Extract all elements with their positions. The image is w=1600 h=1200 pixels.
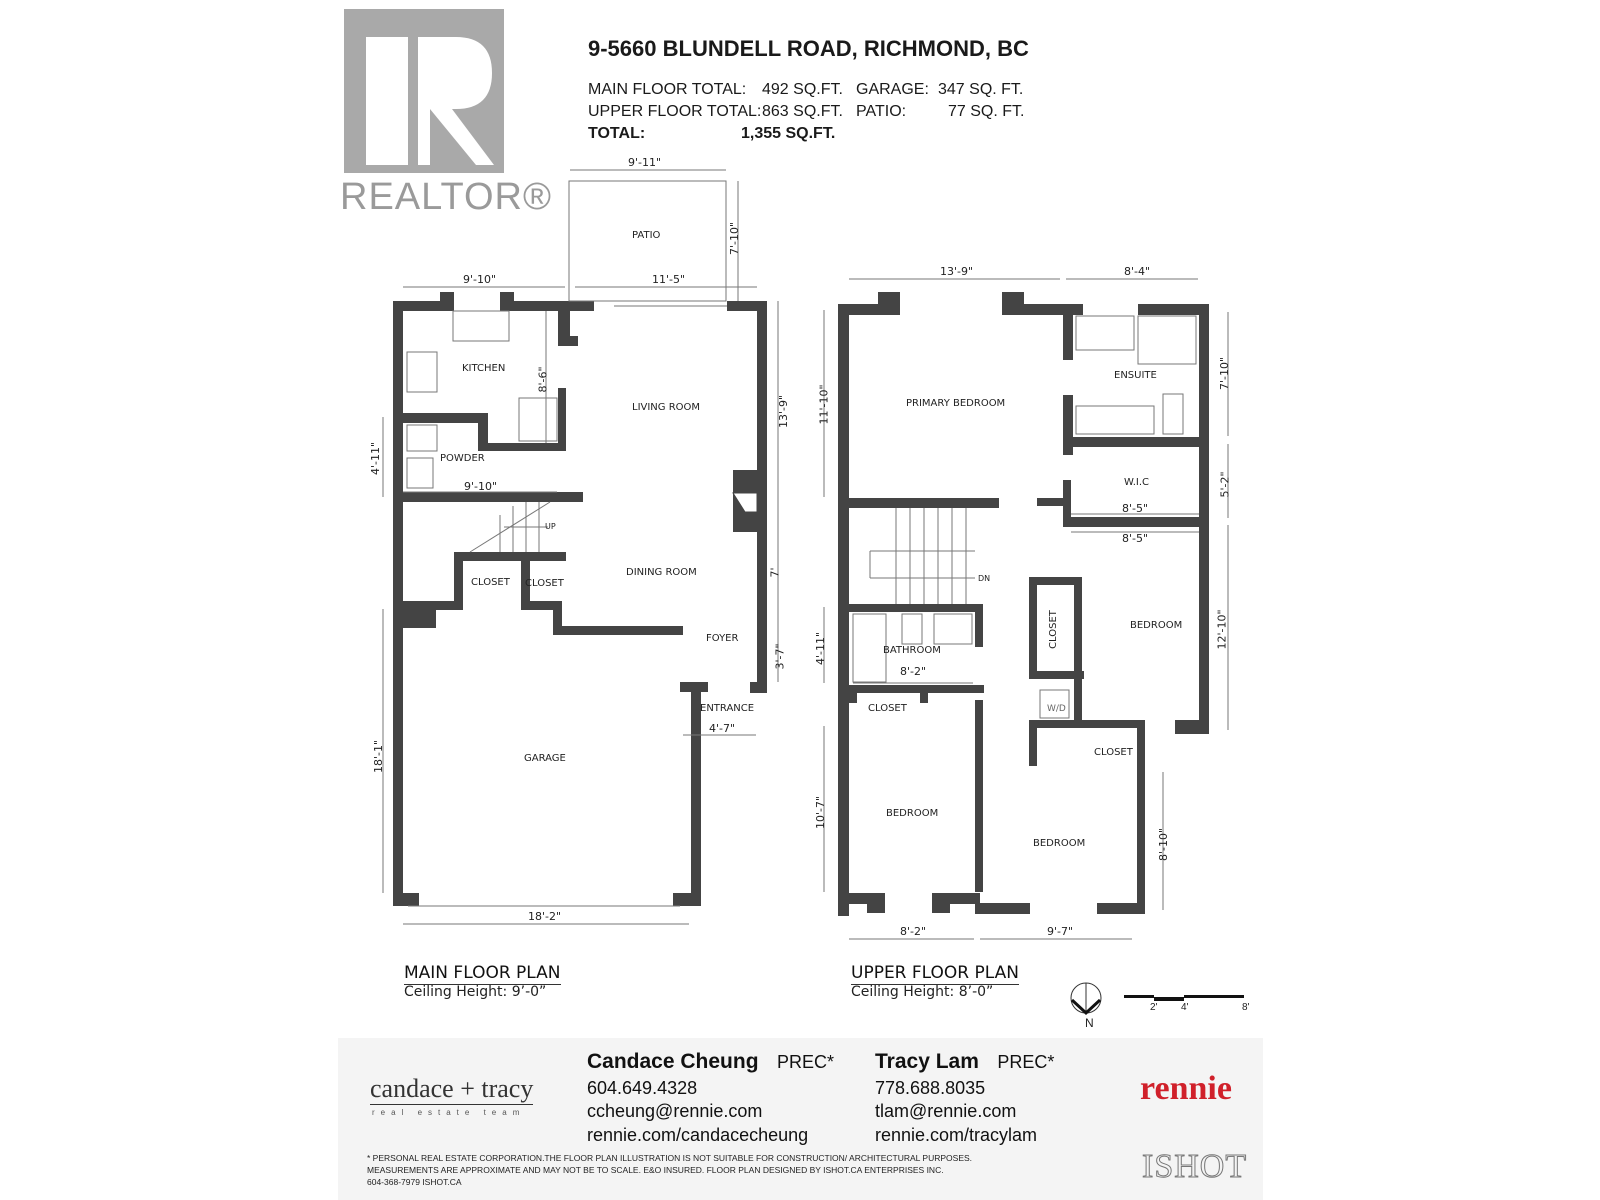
agent-2-email[interactable]: tlam@rennie.com xyxy=(875,1101,1017,1121)
dim-garage-width: 18'-2" xyxy=(528,910,562,923)
agent-1-name: Candace Cheung xyxy=(587,1050,759,1073)
agent-2-phone[interactable]: 778.688.8035 xyxy=(875,1078,986,1098)
room-foyer: FOYER xyxy=(706,633,739,644)
laundry-wd: W/D xyxy=(1047,704,1066,714)
scale-bar xyxy=(1124,995,1244,1001)
agent-2-title: PREC* xyxy=(997,1052,1055,1072)
total-label: TOTAL: xyxy=(588,125,646,142)
main-floor-title: MAIN FLOOR PLAN xyxy=(404,963,561,985)
room-patio: PATIO xyxy=(632,230,661,241)
scale-tick-4: 4' xyxy=(1181,1002,1189,1013)
north-label: N xyxy=(1085,1016,1094,1030)
room-primary-bedroom: PRIMARY BEDROOM xyxy=(906,398,1006,409)
dim-powder-width: 9'-10" xyxy=(464,480,498,493)
agent-1-email[interactable]: ccheung@rennie.com xyxy=(587,1101,763,1121)
agent-2: Tracy Lam PREC* xyxy=(875,1050,1054,1074)
agent-1-title: PREC* xyxy=(776,1052,834,1072)
room-bedroom-east: BEDROOM xyxy=(1130,620,1183,631)
dim-bedroom-s-depth: 8'-10" xyxy=(1157,827,1171,862)
room-bedroom-south: BEDROOM xyxy=(1033,838,1086,849)
room-closet-east: CLOSET xyxy=(1047,610,1059,649)
agent-1: Candace Cheung PREC* xyxy=(587,1050,834,1074)
disclaimer-line-2: MEASUREMENTS ARE APPROXIMATE AND MAY NOT… xyxy=(367,1165,944,1175)
dim-bath-depth: 4'-11" xyxy=(814,631,828,666)
realtor-wordmark: REALTOR® xyxy=(340,176,552,218)
north-arrow-icon xyxy=(1070,982,1102,1016)
dim-bedroom-e-depth: 12'-10" xyxy=(1215,609,1229,650)
scale-tick-2: 2' xyxy=(1150,1002,1158,1013)
dim-bedroom-sw-width: 8'-2" xyxy=(900,925,927,938)
room-kitchen: KITCHEN xyxy=(462,363,506,374)
disclaimer-line-3: 604-368-7979 ISHOT.CA xyxy=(367,1177,462,1187)
garage-label: GARAGE: xyxy=(856,81,929,98)
dim-dining-depth: 7' xyxy=(768,567,782,578)
realtor-logo xyxy=(344,9,504,173)
realtor-r-icon xyxy=(366,37,494,165)
dim-powder-depth: 4'-11" xyxy=(369,441,383,476)
room-bathroom: BATHROOM xyxy=(883,645,941,656)
disclaimer-line-1: * PERSONAL REAL ESTATE CORPORATION.THE F… xyxy=(367,1153,973,1163)
upper-floor-value: 863 SQ.FT. xyxy=(762,103,843,120)
dim-living-width: 11'-5" xyxy=(652,273,686,286)
main-floor-label: MAIN FLOOR TOTAL: xyxy=(588,81,747,98)
patio-value: 77 SQ. FT. xyxy=(948,103,1025,120)
stairs-up: UP xyxy=(545,522,556,531)
dim-bath-width: 8'-2" xyxy=(900,665,927,678)
team-logo-sub: real estate team xyxy=(372,1108,526,1117)
room-powder: POWDER xyxy=(440,453,485,464)
dim-entrance-width: 4'-7" xyxy=(709,722,736,735)
patio-label: PATIO: xyxy=(856,103,907,120)
total-value: 1,355 SQ.FT. xyxy=(741,125,836,142)
agent-1-web[interactable]: rennie.com/candacecheung xyxy=(587,1125,809,1145)
agent-1-phone[interactable]: 604.649.4328 xyxy=(587,1078,698,1098)
dim-primary-width: 13'-9" xyxy=(940,265,974,278)
dim-foyer-depth: 3'-7" xyxy=(773,643,787,670)
dim-patio-width: 9'-11" xyxy=(628,156,662,169)
main-floor-value: 492 SQ.FT. xyxy=(762,81,843,98)
room-bedroom-sw: BEDROOM xyxy=(886,808,939,819)
dim-primary-depth: 11'-10" xyxy=(817,384,831,425)
dim-garage-depth: 18'-1" xyxy=(372,739,386,774)
main-floor-ceiling: Ceiling Height: 9’-0” xyxy=(404,984,547,1000)
dim-ensuite-width: 8'-4" xyxy=(1124,265,1151,278)
room-closet-south: CLOSET xyxy=(1094,747,1133,758)
dim-wic-width: 8'-5" xyxy=(1122,502,1149,515)
dim-kitchen-depth: 8'-6" xyxy=(536,366,550,393)
dim-bedroom-s-width: 9'-7" xyxy=(1047,925,1074,938)
dim-ensuite-depth: 7'-10" xyxy=(1218,356,1232,391)
room-dining: DINING ROOM xyxy=(626,567,697,578)
stairs-down: DN xyxy=(978,574,991,583)
room-closet-west: CLOSET xyxy=(868,703,907,714)
footer-banner xyxy=(338,1038,1263,1200)
property-address: 9-5660 BLUNDELL ROAD, RICHMOND, BC xyxy=(588,36,1029,61)
rennie-logo: rennie xyxy=(1140,1070,1232,1107)
room-garage: GARAGE xyxy=(524,753,566,764)
dim-patio-depth: 7'-10" xyxy=(728,221,742,256)
dim-wic-depth: 5'-2" xyxy=(1218,471,1232,498)
dim-kitchen-width: 9'-10" xyxy=(463,273,497,286)
dim-living-depth: 13'-9" xyxy=(777,394,791,429)
ishot-logo: ISHOT xyxy=(1141,1148,1248,1186)
upper-floor-label: UPPER FLOOR TOTAL: xyxy=(588,103,762,120)
upper-floor-title: UPPER FLOOR PLAN xyxy=(851,963,1019,985)
dim-bedroom-sw-depth: 10'-7" xyxy=(814,795,828,830)
room-living: LIVING ROOM xyxy=(632,402,701,413)
room-closet-1: CLOSET xyxy=(471,577,510,588)
room-ensuite: ENSUITE xyxy=(1114,370,1157,381)
upper-floor-ceiling: Ceiling Height: 8’-0” xyxy=(851,984,994,1000)
floor-plan-drawing xyxy=(382,169,1229,940)
dim-bedroom-e-width: 8'-5" xyxy=(1122,532,1149,545)
scale-tick-8: 8' xyxy=(1242,1002,1250,1013)
room-closet-2: CLOSET xyxy=(525,578,564,589)
team-logo: candace + tracy xyxy=(370,1074,534,1105)
agent-2-web[interactable]: rennie.com/tracylam xyxy=(875,1125,1038,1145)
agent-2-name: Tracy Lam xyxy=(875,1050,979,1073)
garage-value: 347 SQ. FT. xyxy=(938,81,1024,98)
room-entrance: ENTRANCE xyxy=(700,703,755,714)
room-wic: W.I.C xyxy=(1124,477,1150,488)
